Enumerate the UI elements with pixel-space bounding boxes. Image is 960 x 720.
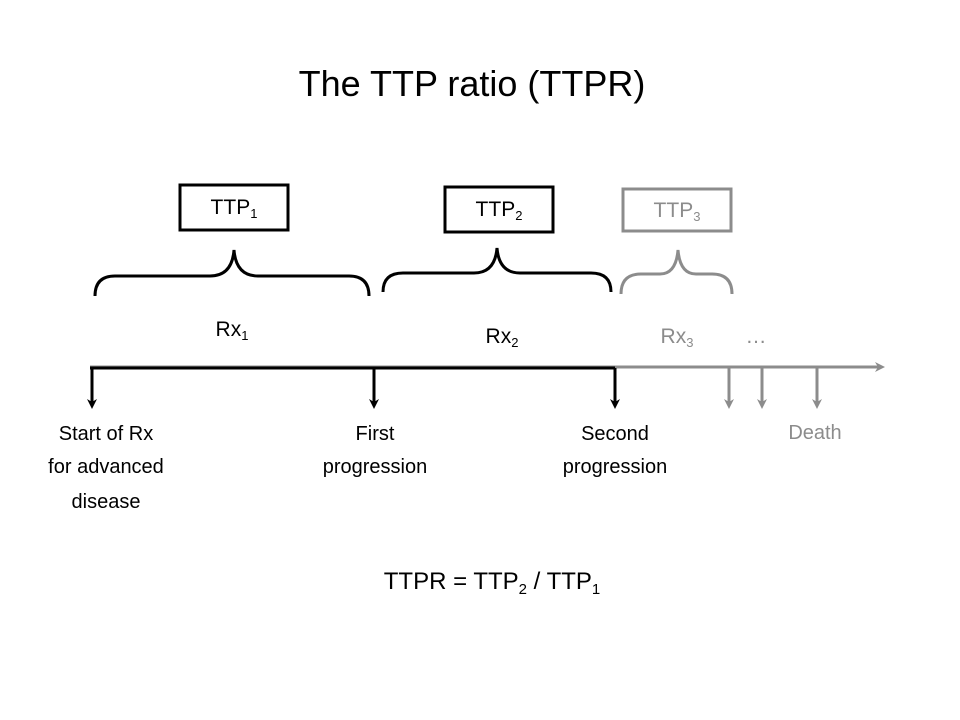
start-label-line-3: disease	[72, 491, 141, 513]
first-progression-line-2: progression	[323, 456, 428, 478]
brace-rx-1	[93, 249, 371, 297]
ttp-box-2-subscript: 2	[515, 208, 522, 223]
start-label-line-2: for advanced	[48, 456, 164, 478]
page-title: The TTP ratio (TTPR)	[299, 63, 646, 104]
ttp-box-3-label: TTP	[654, 199, 694, 222]
start-label: Start of Rx for advanced disease	[48, 423, 164, 513]
ttp-box-1-subscript: 1	[250, 206, 257, 221]
ttp-box-2: TTP2	[443, 185, 555, 234]
svg-text:TTP3: TTP3	[654, 199, 701, 224]
ttp-box-1-label: TTP	[211, 196, 251, 219]
formula-lhs: TTPR = TTP	[384, 568, 519, 595]
second-progression-line-1: Second	[581, 423, 649, 445]
rx-2-subscript: 2	[511, 335, 518, 350]
ttp-box-3: TTP3	[621, 187, 733, 233]
svg-text:Rx3: Rx3	[661, 325, 694, 350]
ttp-box-1: TTP1	[178, 183, 290, 232]
brace-rx-3	[619, 249, 734, 295]
formula: TTPR = TTP2 / TTP1	[384, 568, 601, 598]
ttp-box-2-label: TTP	[476, 198, 516, 221]
start-label-line-1: Start of Rx	[59, 423, 153, 445]
ttp-box-3-subscript: 3	[693, 209, 700, 224]
svg-text:Rx2: Rx2	[486, 325, 519, 350]
rx-2-label: Rx	[486, 325, 512, 348]
formula-mid: / TTP	[527, 568, 592, 595]
rx-3-label: Rx	[661, 325, 687, 348]
brace-rx-2	[381, 247, 613, 293]
rx-3-subscript: 3	[686, 335, 693, 350]
first-progression-line-1: First	[356, 423, 395, 445]
formula-subscript-2: 2	[519, 581, 527, 598]
rx-1-subscript: 1	[241, 328, 248, 343]
ellipsis: …	[746, 325, 767, 348]
formula-subscript-1: 1	[592, 581, 600, 598]
svg-text:TTP1: TTP1	[211, 196, 258, 221]
first-progression-label: First progression	[323, 423, 428, 478]
svg-text:Rx1: Rx1	[216, 318, 249, 343]
death-label: Death	[788, 422, 841, 444]
second-progression-label: Second progression	[563, 423, 668, 478]
second-progression-line-2: progression	[563, 456, 668, 478]
rx-1-label: Rx	[216, 318, 242, 341]
svg-text:TTP2: TTP2	[476, 198, 523, 223]
